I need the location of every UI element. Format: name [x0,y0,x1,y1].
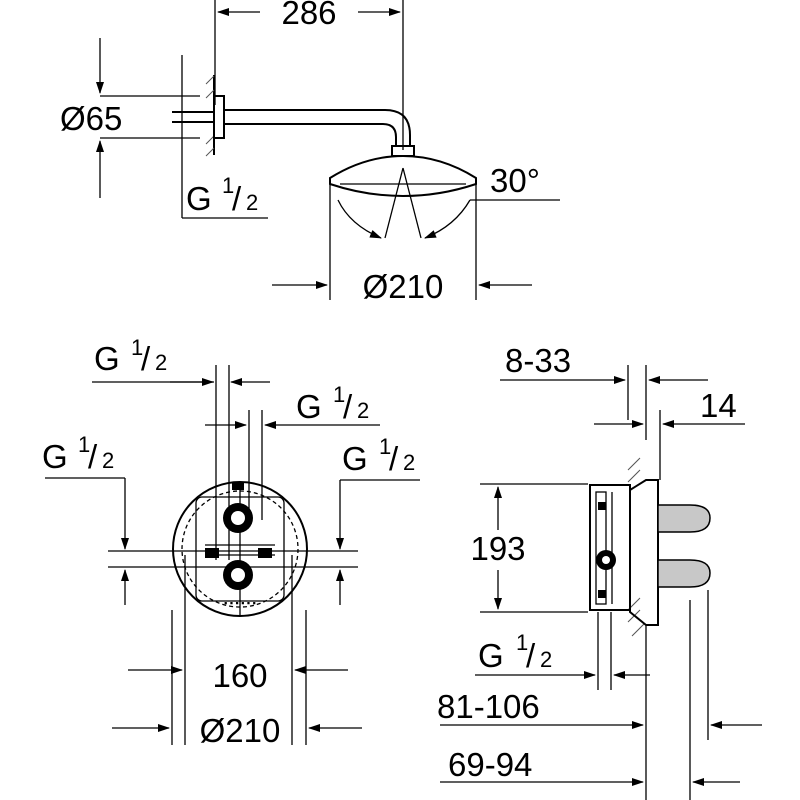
side-thread-dimension: G 1 / 2 [475,612,650,690]
cover-plate [629,479,659,626]
right-thread-dimension: G 1 / 2 [336,434,420,605]
svg-text:/: / [141,340,151,377]
svg-text:2: 2 [403,450,415,475]
spray-angle-label: 30° [490,162,540,199]
svg-text:1: 1 [379,434,391,459]
top-right-thread-g: G [296,388,322,425]
right-thread-g: G [342,440,368,477]
left-thread-g: G [42,438,68,475]
svg-text:2: 2 [155,350,167,375]
spacing-label: 160 [212,657,267,694]
arm-length-dimension: 286 [214,0,404,150]
head-diameter-dimension: Ø210 [272,185,532,305]
top-right-thread-dimension: G 1 / 2 [205,382,380,520]
depth-range-2-label: 69-94 [448,746,532,783]
svg-text:/: / [232,180,242,217]
valve-front-view: G 1 / 2 G 1 / 2 G 1 / 2 [42,335,420,749]
side-thread-g: G [478,637,504,674]
plate-depth-dimension: 14 [594,387,745,480]
wall-range-dimension: 8-33 [500,342,708,440]
plate-diameter-label: Ø210 [200,712,281,749]
top-left-thread-dimension: G 1 / 2 [92,335,270,560]
svg-text:/: / [526,637,536,674]
depth-range-1-label: 81-106 [437,688,540,725]
valve-side-view: 8-33 14 [437,342,762,800]
wall-flange [213,95,225,139]
left-thread-dimension: G 1 / 2 [42,432,358,605]
arm-thread-g: G [186,180,212,217]
lower-handle [657,559,711,588]
plate-diameter-dimension: Ø210 [112,610,362,749]
wall-section [205,75,215,157]
depth-range-2-dimension: 69-94 [440,600,740,800]
svg-text:/: / [389,440,399,477]
svg-text:/: / [88,438,98,475]
svg-text:2: 2 [540,647,552,672]
svg-text:/: / [343,388,353,425]
spray-angle-dimension: 30° [337,162,560,239]
depth-range-1-dimension: 81-106 [437,590,762,800]
svg-text:2: 2 [357,398,369,423]
arm-thread-den: 2 [246,190,258,215]
svg-text:2: 2 [102,448,114,473]
svg-text:▪ ▪ ▪ ▪ ▪ ▪: ▪ ▪ ▪ ▪ ▪ ▪ [224,598,256,608]
shower-head-view: 286 Ø65 G 1 / 2 [60,0,560,305]
head-diameter-label: Ø210 [363,268,444,305]
upper-valve-port [223,503,253,533]
upper-handle [657,504,711,533]
plate-depth-label: 14 [700,387,737,424]
shower-head [329,154,477,198]
lower-valve-port [223,560,253,590]
svg-text:1: 1 [333,382,345,407]
svg-text:1: 1 [516,630,528,655]
height-label: 193 [470,530,525,567]
svg-text:1: 1 [131,335,143,360]
spacing-dimension: 160 [128,555,348,745]
wall-range-label: 8-33 [505,342,571,379]
svg-text:1: 1 [78,432,90,457]
arm-length-label: 286 [281,0,336,31]
height-dimension: 193 [470,483,588,613]
shower-arm [224,109,411,146]
flange-diameter-label: Ø65 [60,100,122,137]
flange-diameter-dimension: Ø65 [60,38,200,198]
arm-thread-num: 1 [222,173,234,198]
top-left-thread-g: G [94,340,120,377]
